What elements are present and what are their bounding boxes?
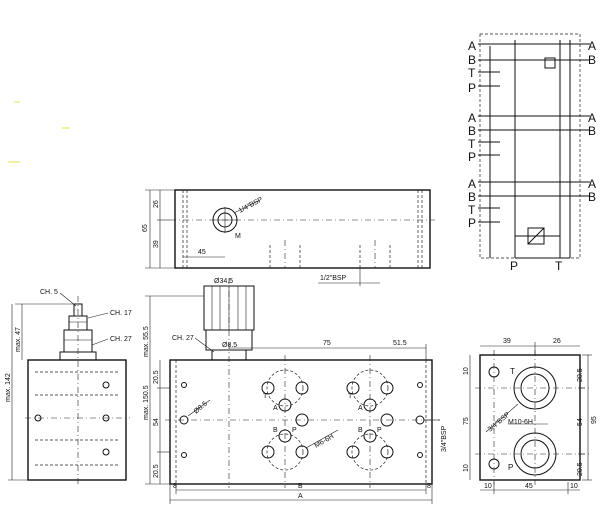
- label-quarter-bsp: 1/4"BSP: [238, 196, 265, 215]
- label-m10: M10-6H: [508, 419, 533, 426]
- dim-10-end-b1: 10: [484, 483, 492, 490]
- end-port-p: P: [508, 463, 513, 472]
- port-t2: T: [348, 393, 353, 400]
- label-ch27-front: CH. 27: [172, 335, 194, 342]
- dim-20-5-top: 20.5: [153, 370, 160, 384]
- dim-8-right: 8: [427, 483, 431, 490]
- front-view-body: [169, 359, 433, 485]
- sch-right-a1: A: [588, 39, 596, 53]
- dim-39-end: 39: [503, 338, 511, 345]
- dim-b: B: [298, 483, 303, 490]
- hydraulic-schematic: A B T P A B T P A B T P A B A B A B P T: [468, 33, 596, 273]
- dim-max-142: max. 142: [5, 373, 12, 402]
- label-m6: M6-6H: [314, 433, 336, 450]
- sch-b3: B: [468, 190, 476, 204]
- sch-p1: P: [468, 81, 476, 95]
- dim-26: 26: [153, 200, 160, 208]
- label-d345: Ø34.5: [214, 278, 233, 285]
- dim-39: 39: [153, 240, 160, 248]
- dim-65: 65: [142, 224, 149, 232]
- end-port-t: T: [510, 367, 515, 376]
- dim-51-5: 51.5: [393, 340, 407, 347]
- relief-valve-symbol: [527, 227, 545, 245]
- sch-right-b2: B: [588, 124, 596, 138]
- valve-symbol-top: [544, 57, 556, 69]
- dim-45: 45: [198, 249, 206, 256]
- dim-max-55-5: max. 55.5: [143, 326, 150, 357]
- sch-right-b3: B: [588, 190, 596, 204]
- sch-t3: T: [468, 203, 476, 217]
- label-bsp34-front: 3/4"BSP: [441, 425, 448, 452]
- dim-95-end: 95: [591, 416, 598, 424]
- port-a2: A: [358, 405, 363, 412]
- port-group-2: T A B P: [346, 369, 394, 471]
- sch-right-a2: A: [588, 111, 596, 125]
- sch-right-a3: A: [588, 177, 596, 191]
- label-ch5: CH. 5: [40, 289, 58, 296]
- sch-b2: B: [468, 124, 476, 138]
- sch-a3: A: [468, 177, 476, 191]
- dim-10-end-top: 10: [463, 367, 470, 375]
- sch-bottom-p: P: [510, 259, 518, 273]
- dim-20-5-end-bottom: 20.5: [577, 462, 584, 476]
- sch-b1: B: [468, 53, 476, 67]
- label-half-bsp: 1/2"BSP: [320, 275, 347, 282]
- label-ch27: CH. 27: [110, 336, 132, 343]
- port-p1: P: [292, 427, 297, 434]
- port-b1: B: [273, 427, 278, 434]
- dim-26-end: 26: [553, 338, 561, 345]
- dim-max-150-5: max. 150.5: [143, 385, 150, 420]
- front-view: Ø34.5 Ø8.5 CH. 27 T A B P: [143, 278, 448, 504]
- dim-54: 54: [153, 418, 160, 426]
- sch-t2: T: [468, 137, 476, 151]
- sch-right-b1: B: [588, 53, 596, 67]
- end-view: T P 3/4"BSP M10-6H 39 26 10 75 10 20.5 5…: [463, 338, 598, 494]
- side-view: max. 47 max. 142 CH. 5 CH. 17 CH. 27: [5, 289, 132, 485]
- dim-a: A: [298, 493, 303, 500]
- sch-bottom-t: T: [555, 259, 563, 273]
- dim-45-end: 45: [525, 483, 533, 490]
- port-t1: T: [263, 393, 268, 400]
- port-b2: B: [358, 427, 363, 434]
- top-view-body: [174, 189, 431, 269]
- dim-75-end: 75: [463, 417, 470, 425]
- dim-54-end: 54: [577, 418, 584, 426]
- label-m: M: [235, 233, 241, 240]
- dim-20-5-end-top: 20.5: [577, 368, 584, 382]
- sch-p3: P: [468, 216, 476, 230]
- dim-10-end-bottom: 10: [463, 464, 470, 472]
- scan-marks: [8, 101, 70, 163]
- dim-10-end-b2: 10: [570, 483, 578, 490]
- port-a1: A: [273, 405, 278, 412]
- dim-max-47: max. 47: [15, 327, 22, 352]
- sch-p2: P: [468, 150, 476, 164]
- top-view: 65 26 39 45 1/4"BSP M 1/2"BSP: [142, 189, 435, 286]
- dim-75: 75: [323, 340, 331, 347]
- end-view-body: [479, 354, 581, 481]
- dim-20-5-bottom: 20.5: [153, 464, 160, 478]
- side-view-body: [27, 359, 127, 481]
- label-d85-top: Ø8.5: [222, 342, 237, 349]
- port-p2: P: [377, 427, 382, 434]
- label-ch17: CH. 17: [110, 310, 132, 317]
- sch-a1: A: [468, 39, 476, 53]
- sch-a2: A: [468, 111, 476, 125]
- port-group-1: T A B P: [261, 369, 309, 471]
- dim-8-left: 8: [173, 483, 177, 490]
- sch-t1: T: [468, 66, 476, 80]
